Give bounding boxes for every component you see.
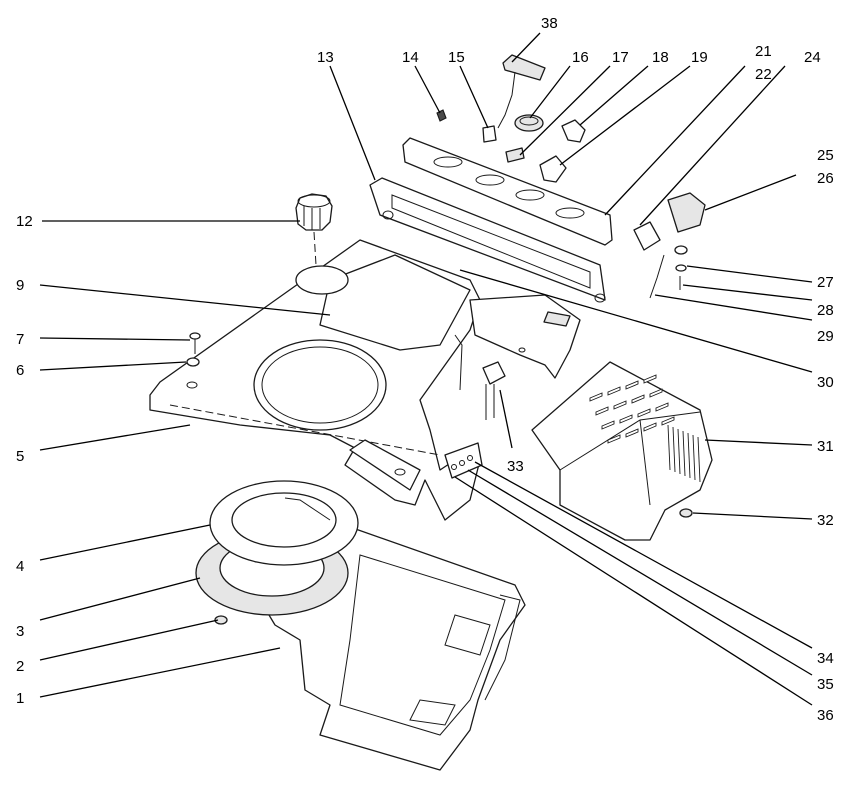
callout-21: 21 bbox=[755, 43, 772, 60]
vent-slot bbox=[613, 400, 627, 410]
switch-18-part bbox=[561, 119, 586, 143]
callout-24: 24 bbox=[804, 49, 821, 66]
control-panel-part bbox=[402, 137, 613, 246]
vent-slot bbox=[625, 380, 639, 390]
callout-4: 4 bbox=[16, 558, 24, 575]
washer-6-part bbox=[186, 357, 200, 367]
callout-2: 2 bbox=[16, 658, 24, 675]
callout-26: 26 bbox=[817, 170, 834, 187]
vent-slot bbox=[682, 430, 686, 477]
callout-13: 13 bbox=[317, 49, 334, 66]
vent-slot bbox=[677, 428, 681, 475]
callout-labels: 38 13 14 15 16 17 18 19 21 22 24 25 26 1… bbox=[16, 15, 834, 724]
callout-22: 22 bbox=[755, 66, 772, 83]
switch-19-part bbox=[539, 155, 567, 183]
knob-16-part bbox=[514, 114, 544, 132]
vent-slot bbox=[637, 408, 651, 418]
callout-30: 30 bbox=[817, 374, 834, 391]
callout-19: 19 bbox=[691, 49, 708, 66]
callout-38: 38 bbox=[541, 15, 558, 32]
leader-lines bbox=[39, 32, 813, 706]
lens-25-part bbox=[667, 192, 706, 233]
callout-7: 7 bbox=[16, 331, 24, 348]
vent-slot bbox=[589, 392, 603, 402]
vent-slot bbox=[643, 374, 657, 384]
light-24-part bbox=[633, 221, 661, 251]
callout-34: 34 bbox=[817, 650, 834, 667]
fuel-cap-part bbox=[295, 193, 333, 266]
callout-27: 27 bbox=[817, 274, 834, 291]
vent-slot bbox=[667, 424, 671, 471]
cover-vents bbox=[589, 374, 701, 483]
vent-slot bbox=[655, 402, 669, 412]
vent-slot bbox=[619, 414, 633, 424]
flange-ring-part bbox=[209, 480, 359, 566]
callout-9: 9 bbox=[16, 277, 24, 294]
callout-6: 6 bbox=[16, 362, 24, 379]
callout-14: 14 bbox=[402, 49, 419, 66]
vent-slot bbox=[601, 420, 615, 430]
grommet-15-part bbox=[482, 125, 497, 143]
callout-5: 5 bbox=[16, 448, 24, 465]
callout-15: 15 bbox=[448, 49, 465, 66]
nut-32-part bbox=[679, 508, 693, 518]
bolt-7-part bbox=[189, 332, 201, 354]
callout-17: 17 bbox=[612, 49, 629, 66]
callout-18: 18 bbox=[652, 49, 669, 66]
callout-29: 29 bbox=[817, 328, 834, 345]
vent-slot bbox=[643, 422, 657, 432]
wire-connector-part bbox=[454, 334, 506, 420]
upper-housing-part bbox=[149, 239, 481, 521]
key-17-part bbox=[505, 147, 525, 163]
callout-31: 31 bbox=[817, 438, 834, 455]
callout-1: 1 bbox=[16, 690, 24, 707]
vent-slot bbox=[697, 436, 701, 483]
rear-panel-part bbox=[369, 177, 606, 303]
vent-slot bbox=[687, 432, 691, 479]
rod-29-part bbox=[649, 254, 665, 299]
vent-slot bbox=[631, 394, 645, 404]
vent-slot bbox=[607, 434, 621, 444]
switch-hardware-part bbox=[444, 442, 483, 479]
callout-35: 35 bbox=[817, 676, 834, 693]
callout-12: 12 bbox=[16, 213, 33, 230]
vent-slot bbox=[607, 386, 621, 396]
callout-25: 25 bbox=[817, 147, 834, 164]
vent-slot bbox=[595, 406, 609, 416]
engine-cover-part bbox=[531, 361, 713, 541]
nut-part bbox=[214, 615, 228, 625]
vent-slot bbox=[692, 434, 696, 481]
vent-slot bbox=[672, 426, 676, 473]
screw-14-part bbox=[436, 109, 447, 122]
vent-slot bbox=[661, 416, 675, 426]
bracket-part bbox=[469, 294, 581, 379]
callout-36: 36 bbox=[817, 707, 834, 724]
callout-28: 28 bbox=[817, 302, 834, 319]
callout-3: 3 bbox=[16, 623, 24, 640]
vent-slot bbox=[625, 428, 639, 438]
washers-27-28-part bbox=[674, 245, 688, 290]
vent-slot bbox=[649, 388, 663, 398]
callout-16: 16 bbox=[572, 49, 589, 66]
callout-33: 33 bbox=[507, 458, 524, 475]
callout-32: 32 bbox=[817, 512, 834, 529]
